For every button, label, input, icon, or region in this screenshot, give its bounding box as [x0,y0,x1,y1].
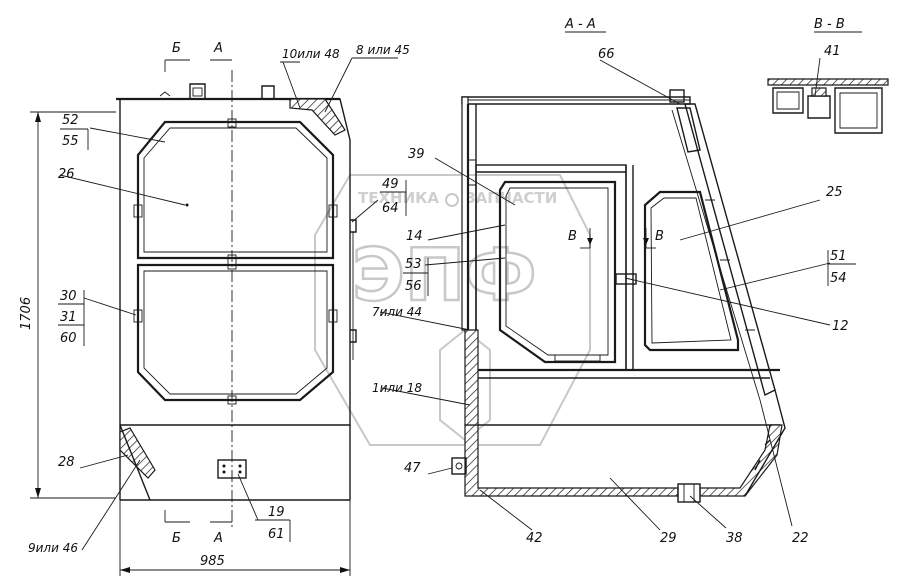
callout-38: 38 [726,531,743,546]
callout-7or44: 7или 44 [372,305,422,319]
section-aa-view: В В [451,89,786,503]
section-mark-v-right: В [655,229,664,244]
callout-64: 64 [382,201,399,216]
dimension-width-value: 985 [200,554,225,569]
callout-22: 22 [792,531,809,546]
callout-30: 30 [60,289,77,304]
watermark-text-right: ЗАПЧАСТИ [465,189,557,207]
watermark-logo-letters: ЭПФ [352,233,537,317]
section-title-aa: А - А [564,17,596,32]
callout-25: 25 [826,185,843,200]
callout-55: 55 [62,134,79,149]
callout-10or48: 10или 48 [282,47,340,61]
front-view [116,70,357,530]
callout-49: 49 [382,177,399,192]
callout-54: 54 [830,271,847,286]
callout-labels: 10или 48 8 или 45 52 55 26 30 31 60 28 9… [28,17,862,555]
callout-8or45: 8 или 45 [356,43,410,57]
callout-52: 52 [62,113,79,128]
callout-42: 42 [526,531,543,546]
callout-1or18: 1или 18 [372,381,422,395]
callout-56: 56 [405,279,422,294]
section-bb-detail [767,78,889,134]
section-mark-b-bottom: Б [172,531,181,546]
dimension-height-value: 1706 [19,297,34,330]
callout-28: 28 [58,455,75,470]
section-mark-b-top: Б [172,41,181,56]
callout-61: 61 [268,527,285,542]
callout-14: 14 [406,229,423,244]
section-mark-v-left: В [568,229,577,244]
callout-31: 31 [60,310,77,325]
callout-leaders [59,57,831,551]
dimension-width: 985 [119,500,351,576]
callout-39: 39 [408,147,425,162]
callout-29: 29 [660,531,677,546]
callout-12: 12 [832,319,849,334]
callout-19: 19 [268,505,285,520]
section-mark-a-bottom: А [213,531,223,546]
section-marks-front: Б А Б А [164,41,232,546]
callout-60: 60 [60,331,77,346]
callout-47: 47 [404,461,421,476]
section-title-bb: В - В [814,17,845,32]
callout-66: 66 [598,47,615,62]
watermark-text-left: ТЕХНИКА [358,189,439,207]
callout-53: 53 [405,257,422,272]
callout-26: 26 [58,167,75,182]
callout-41: 41 [824,44,841,59]
callout-9or46: 9или 46 [28,541,78,555]
callout-51: 51 [830,249,847,264]
dimension-height: 1706 [19,111,116,499]
section-mark-a-top: А [213,41,223,56]
watermark-logo: ТЕХНИКА ЗАПЧАСТИ ЭПФ [314,174,591,446]
